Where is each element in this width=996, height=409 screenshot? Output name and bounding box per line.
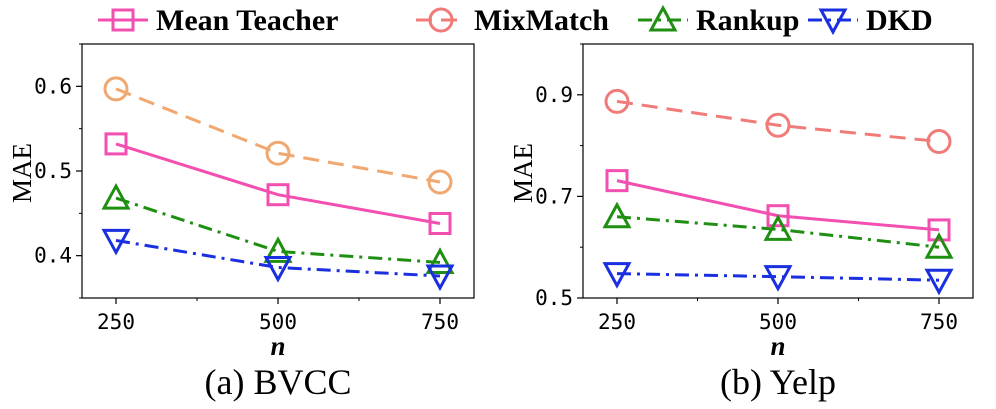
y-tick-label: 0.6 [34,74,72,98]
x-axis-label: n [270,331,285,361]
series-line [115,196,441,264]
x-tick-label: 250 [97,310,135,334]
legend-item-dkd: DKD [808,4,933,37]
data-point [104,132,128,156]
series-line [616,215,940,249]
data-point [763,214,793,241]
series-dkd [602,262,954,296]
data-point [103,76,129,102]
x-tick-label: 750 [421,310,459,334]
panel-caption: (a) BVCC [205,362,352,402]
series-dkd [101,228,455,292]
legend-marker-square [111,8,135,32]
data-point [765,112,791,138]
y-tick-label: 0.5 [535,286,573,310]
y-axis-label: MAE [508,143,538,203]
series-mixmatch [103,76,453,195]
legend-marker-triangle-down [818,8,848,36]
legend-label: Rankup [696,4,799,37]
x-tick-label: 500 [759,310,797,334]
series-rankup [101,182,455,274]
legend-marker-triangle-up [648,4,678,32]
data-point [924,268,954,296]
panel-caption: (b) Yelp [720,362,836,402]
data-point [263,236,293,263]
x-tick-label: 500 [259,310,297,334]
y-tick-label: 0.7 [535,184,573,208]
x-tick-label: 750 [920,310,958,334]
data-point [266,183,290,207]
data-point [101,182,131,210]
data-point [602,201,632,229]
y-tick-label: 0.9 [535,83,573,107]
data-point [425,264,455,292]
legend-label: DKD [866,4,933,37]
series-mean-teacher [605,169,951,242]
series-line [616,99,940,144]
legend-label: MixMatch [474,4,609,37]
data-point [926,129,952,155]
data-point [766,204,790,228]
data-point [425,247,455,274]
series-line [616,272,940,282]
legend-item-mixmatch: MixMatch [416,4,609,37]
x-axis-label: n [770,331,785,361]
y-tick-label: 0.4 [34,244,72,268]
series-mean-teacher [104,132,452,235]
plot-frame [81,43,475,299]
legend: Mean Teacher MixMatch Rankup DKD [98,4,933,37]
data-point [924,232,954,259]
data-point [265,140,291,166]
data-point [263,256,293,283]
data-point [763,265,793,292]
series-line [115,238,441,278]
series-line [115,87,441,184]
y-axis-label: MAE [7,143,37,203]
series-mixmatch [604,88,952,155]
legend-item-rankup: Rankup [638,4,799,37]
x-tick-label: 250 [598,310,636,334]
data-point [428,211,452,235]
data-point [101,228,131,256]
series-line [115,142,441,225]
data-point [427,169,453,195]
data-point [604,88,630,114]
legend-item-mean-teacher: Mean Teacher [98,4,338,37]
legend-marker-circle [428,7,454,33]
legend-label: Mean Teacher [156,4,338,37]
y-tick-label: 0.5 [34,159,72,183]
data-point [927,218,951,242]
plot-frame [582,43,974,299]
series-rankup [602,201,954,259]
data-point [605,169,629,193]
data-point [602,262,632,289]
